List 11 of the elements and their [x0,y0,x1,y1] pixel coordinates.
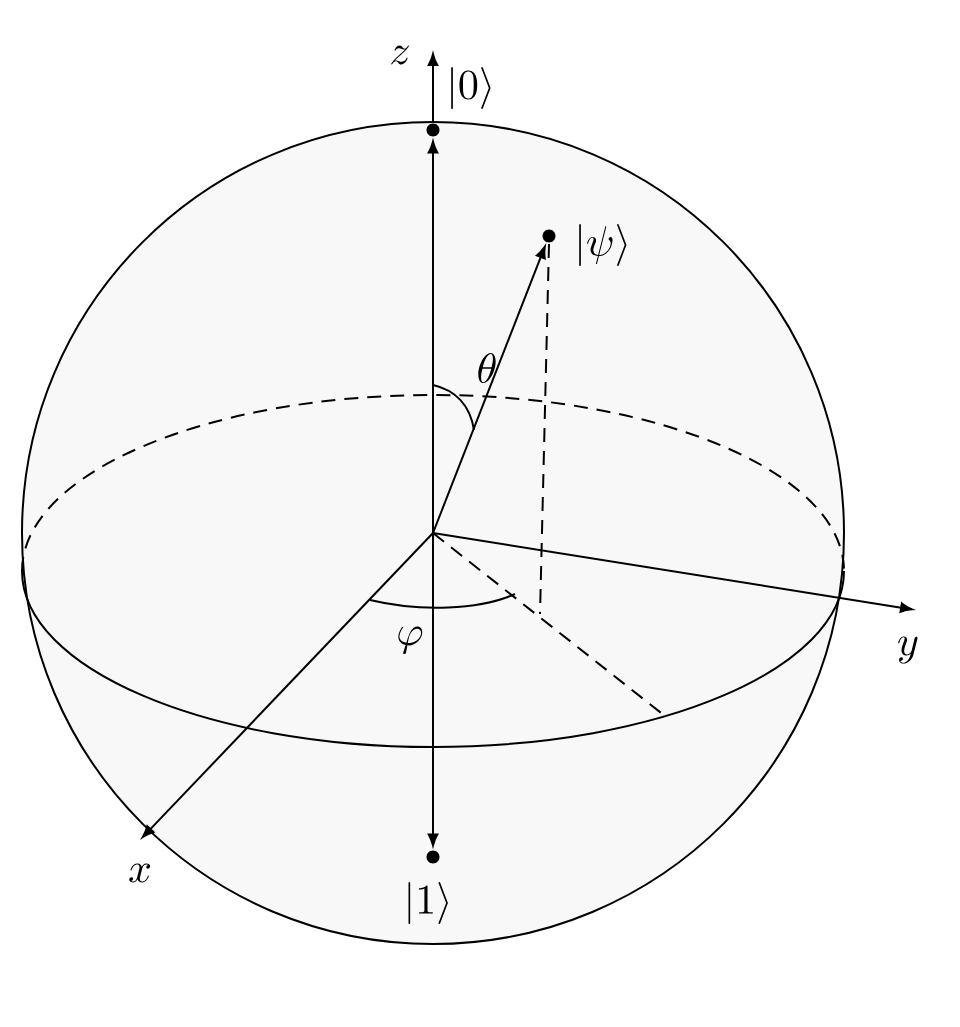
state-label: $|1\rangle$ [408,882,448,924]
angle-label: $\varphi$ [398,626,423,655]
axis-label: $z$ [391,45,409,65]
state-arrow [432,245,546,534]
axis-label: $y$ [898,636,918,664]
state-label: $|0\rangle$ [451,67,491,109]
state-label: $|\psi\rangle$ [579,224,627,266]
angle-label: $\theta$ [478,353,496,384]
state-arrow [427,140,439,534]
axis-label: $x$ [129,863,151,883]
state-arrow [427,532,439,847]
